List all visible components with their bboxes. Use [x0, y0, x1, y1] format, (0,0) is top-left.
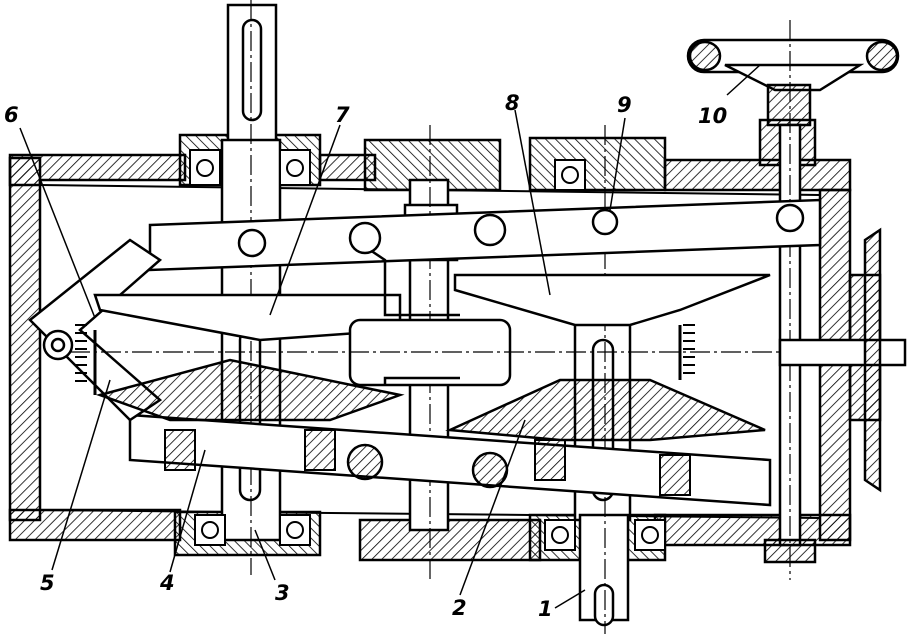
top-bearing-cover-middle	[363, 138, 502, 192]
callout-8: 8	[505, 91, 520, 115]
handwheel-assembly	[686, 20, 900, 580]
bottom-middle-cover	[358, 518, 542, 562]
leader-7	[269, 124, 341, 316]
housing-bottom-wall-right	[653, 513, 852, 547]
leader-9	[609, 117, 626, 211]
pivot-pin-center-left	[348, 221, 382, 255]
handwheel-grip-left	[688, 40, 722, 72]
leader-2	[459, 419, 526, 596]
callout-10: 10	[698, 104, 727, 128]
top-bearing-cover-right	[528, 136, 667, 192]
bearing-bottom-left-2	[279, 514, 311, 546]
handwheel-spokes	[724, 63, 865, 92]
center-control-rod	[369, 248, 460, 385]
bearing-mid-right	[534, 439, 566, 481]
bearing-ball	[201, 521, 219, 539]
pivot-pin-right	[775, 203, 805, 233]
callout-2: 2	[452, 596, 467, 620]
leader-10	[726, 64, 761, 96]
right-pulley-face	[863, 227, 882, 493]
input-shaft-keyway	[241, 18, 263, 122]
pivot-pin-left	[237, 228, 267, 258]
bearing-ball	[196, 159, 214, 177]
right-lower-cone-disc	[445, 378, 766, 442]
leader-lines	[19, 64, 761, 609]
bearing-ball	[561, 166, 579, 184]
leader-4	[169, 449, 206, 573]
bearing-mid-left	[164, 429, 196, 471]
pivot-pin-9	[591, 208, 619, 236]
callout-9: 9	[617, 93, 632, 117]
chain-teeth-right	[683, 324, 695, 374]
right-side-shaft	[778, 338, 907, 367]
left-lower-cone-disc	[95, 358, 405, 422]
leader-3	[254, 529, 276, 581]
bearing-bottom-right	[544, 519, 576, 551]
callout-5: 5	[40, 571, 55, 595]
left-vertical-shaft	[220, 0, 282, 575]
bearing-mid-right-2	[659, 454, 691, 496]
center-coupling	[70, 227, 907, 493]
pivot-pin-center-right	[473, 213, 507, 247]
leader-1	[554, 589, 586, 609]
bearing-ball	[551, 526, 569, 544]
left-adjusting-link	[28, 238, 163, 422]
callout-7: 7	[335, 103, 350, 127]
chain-teeth-left	[75, 324, 87, 382]
housing-left-wall	[8, 156, 42, 522]
bearing-ball	[286, 159, 304, 177]
bearing-ball	[286, 521, 304, 539]
bearing-mid-left-2	[304, 429, 336, 471]
pulley-discs	[93, 273, 771, 442]
pivot-pins	[237, 203, 805, 489]
leader-5	[51, 379, 111, 571]
bearing-top-left	[189, 149, 221, 186]
bearings	[75, 149, 695, 551]
bearing-ball	[641, 526, 659, 544]
housing-top-wall-right	[663, 158, 852, 192]
handwheel-grip-right	[865, 40, 899, 72]
leader-8	[514, 109, 551, 296]
right-upper-cone-disc	[453, 273, 771, 327]
callout-3: 3	[275, 581, 290, 605]
leader-6	[19, 127, 96, 319]
left-link-pivot-inner	[50, 337, 66, 353]
callout-labels: 1 2 3 4 5 6 7 8 9 10	[4, 91, 727, 621]
handwheel-bottom-nut	[763, 538, 817, 564]
lower-roller-left	[346, 443, 384, 481]
callout-4: 4	[159, 571, 175, 595]
callout-1: 1	[538, 597, 553, 621]
left-upper-cone-disc	[93, 293, 402, 342]
housing-bottom-wall	[8, 508, 182, 542]
callout-6: 6	[4, 103, 19, 127]
output-shaft-keyway	[593, 583, 615, 627]
handwheel-hub	[766, 83, 812, 127]
